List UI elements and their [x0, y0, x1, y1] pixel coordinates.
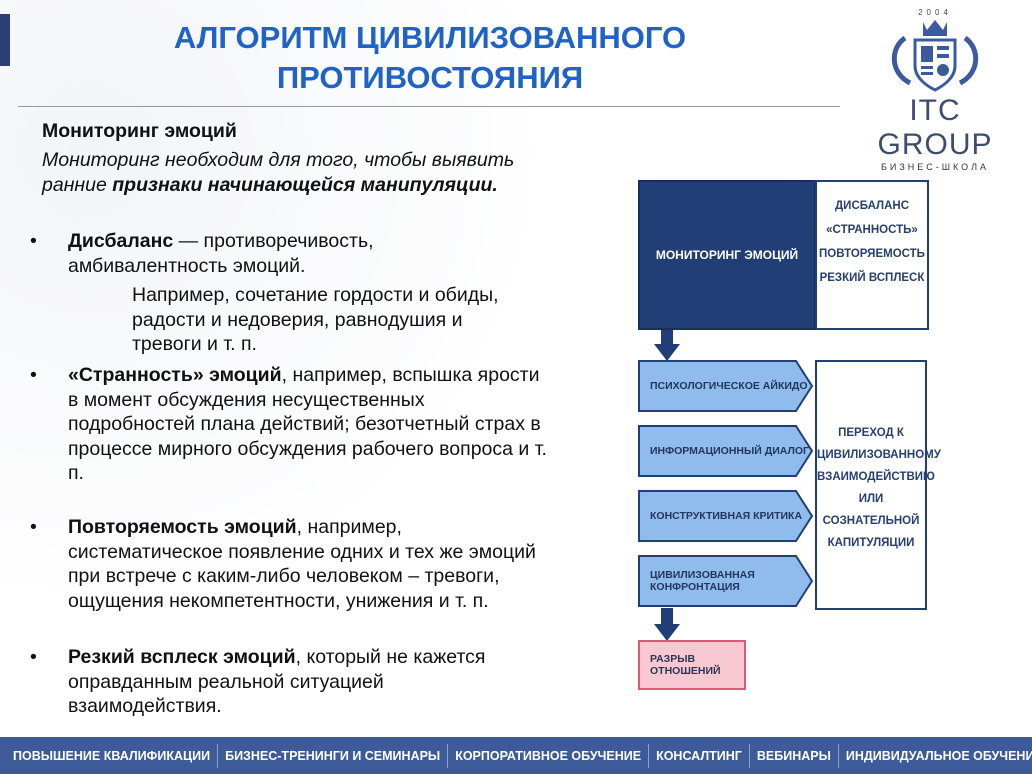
- sign-item: «СТРАННОСТЬ»: [826, 224, 918, 236]
- intro-bold: признаки начинающейся манипуляции.: [112, 173, 498, 196]
- bullet-term: Резкий всплеск эмоций: [68, 646, 296, 668]
- accent-bar: [0, 14, 10, 66]
- footer-link[interactable]: КОНСАЛТИНГ: [649, 743, 750, 768]
- bullet-term: «Странность» эмоций: [68, 364, 282, 386]
- chevron-shape: [638, 555, 813, 607]
- slide-title: АЛГОРИТМ ЦИВИЛИЗОВАННОГО ПРОТИВОСТОЯНИЯ: [173, 20, 687, 95]
- break-relations-box: РАЗРЫВ ОТНОШЕНИЙ: [638, 640, 746, 690]
- outcome-box: ПЕРЕХОД К ЦИВИЛИЗОВАННОМУ ВЗАИМОДЕЙСТВИЮ…: [815, 360, 941, 610]
- logo-subtitle: БИЗНЕС-ШКОЛА: [880, 162, 989, 172]
- step-box: КОНСТРУКТИВНАЯ КРИТИКА: [638, 490, 813, 542]
- footer-link[interactable]: БИЗНЕС-ТРЕНИНГИ И СЕМИНАРЫ: [218, 743, 449, 768]
- chevron-shape: [638, 425, 813, 477]
- step-box: ЦИВИЛИЗОВАННАЯ КОНФРОНТАЦИЯ: [638, 555, 813, 607]
- arrow-down-icon: [654, 608, 680, 641]
- chevron-shape: [638, 490, 813, 542]
- bullet-term: Дисбаланс: [68, 230, 174, 252]
- sign-item: ДИСБАЛАНС: [834, 200, 910, 212]
- itc-group-logo: 2004 ITC GROUP БИЗНЕС-ШКОЛА: [850, 8, 1020, 172]
- example-text: Например, сочетание гордости и обиды, ра…: [132, 284, 499, 355]
- section-heading: Мониторинг эмоций: [42, 120, 237, 142]
- footer-link[interactable]: ПОВЫШЕНИЕ КВАЛИФИКАЦИИ: [6, 743, 219, 768]
- step-label: ПСИХОЛОГИЧЕСКОЕ АЙКИДО: [650, 380, 808, 392]
- bullet-text: — противоречивость, амбивалентность эмоц…: [68, 230, 374, 277]
- monitoring-box: МОНИТОРИНГ ЭМОЦИЙ: [638, 180, 816, 330]
- bullet-text: , например, систематическое появление од…: [68, 516, 536, 612]
- step-box: ПСИХОЛОГИЧЕСКОЕ АЙКИДО: [638, 360, 813, 412]
- bullet-item: Повторяемость эмоций, например, системат…: [30, 515, 553, 613]
- bullet-item: Дисбаланс — противоречивость, амбивалент…: [30, 229, 488, 278]
- intro-plain: Мониторинг необходим для того, чтобы выя…: [42, 149, 515, 196]
- logo-year: 2004: [918, 8, 952, 17]
- logo-name: ITC GROUP: [877, 94, 993, 161]
- bullet-item: «Странность» эмоций, например, вспышка я…: [30, 363, 553, 486]
- crest-icon: [891, 20, 979, 92]
- footer-link[interactable]: КОРПОРАТИВНОЕ ОБУЧЕНИЕ: [448, 743, 650, 768]
- footer-link[interactable]: ВЕБИНАРЫ: [750, 743, 839, 768]
- title-divider: [18, 106, 840, 107]
- step-label: ИНФОРМАЦИОННЫЙ ДИАЛОГ: [650, 445, 809, 457]
- step-box: ИНФОРМАЦИОННЫЙ ДИАЛОГ: [638, 425, 813, 477]
- footer-nav: ПОВЫШЕНИЕ КВАЛИФИКАЦИИ БИЗНЕС-ТРЕНИНГИ И…: [0, 737, 1032, 774]
- signs-box: ДИСБАЛАНС «СТРАННОСТЬ» ПОВТОРЯЕМОСТЬ РЕЗ…: [815, 180, 929, 330]
- arrow-down-icon: [654, 330, 680, 361]
- bullet-text: , например, вспышка ярости в момент обсу…: [68, 364, 547, 484]
- intro-text: Мониторинг необходим для того, чтобы выя…: [42, 148, 542, 197]
- bullet-text: , который не кажется оправданным реально…: [68, 646, 486, 717]
- chevron-shape: [638, 360, 813, 412]
- bullet-term: Повторяемость эмоций: [68, 516, 297, 538]
- bullet-item: Резкий всплеск эмоций, который не кажетс…: [30, 645, 538, 719]
- footer-link[interactable]: ИНДИВИДУАЛЬНОЕ ОБУЧЕНИЕ: [845, 748, 1032, 763]
- sign-item: РЕЗКИЙ ВСПЛЕСК: [819, 272, 925, 284]
- step-label: ЦИВИЛИЗОВАННАЯ КОНФРОНТАЦИЯ: [650, 569, 755, 593]
- sign-item: ПОВТОРЯЕМОСТЬ: [819, 248, 925, 260]
- step-label: КОНСТРУКТИВНАЯ КРИТИКА: [650, 510, 803, 522]
